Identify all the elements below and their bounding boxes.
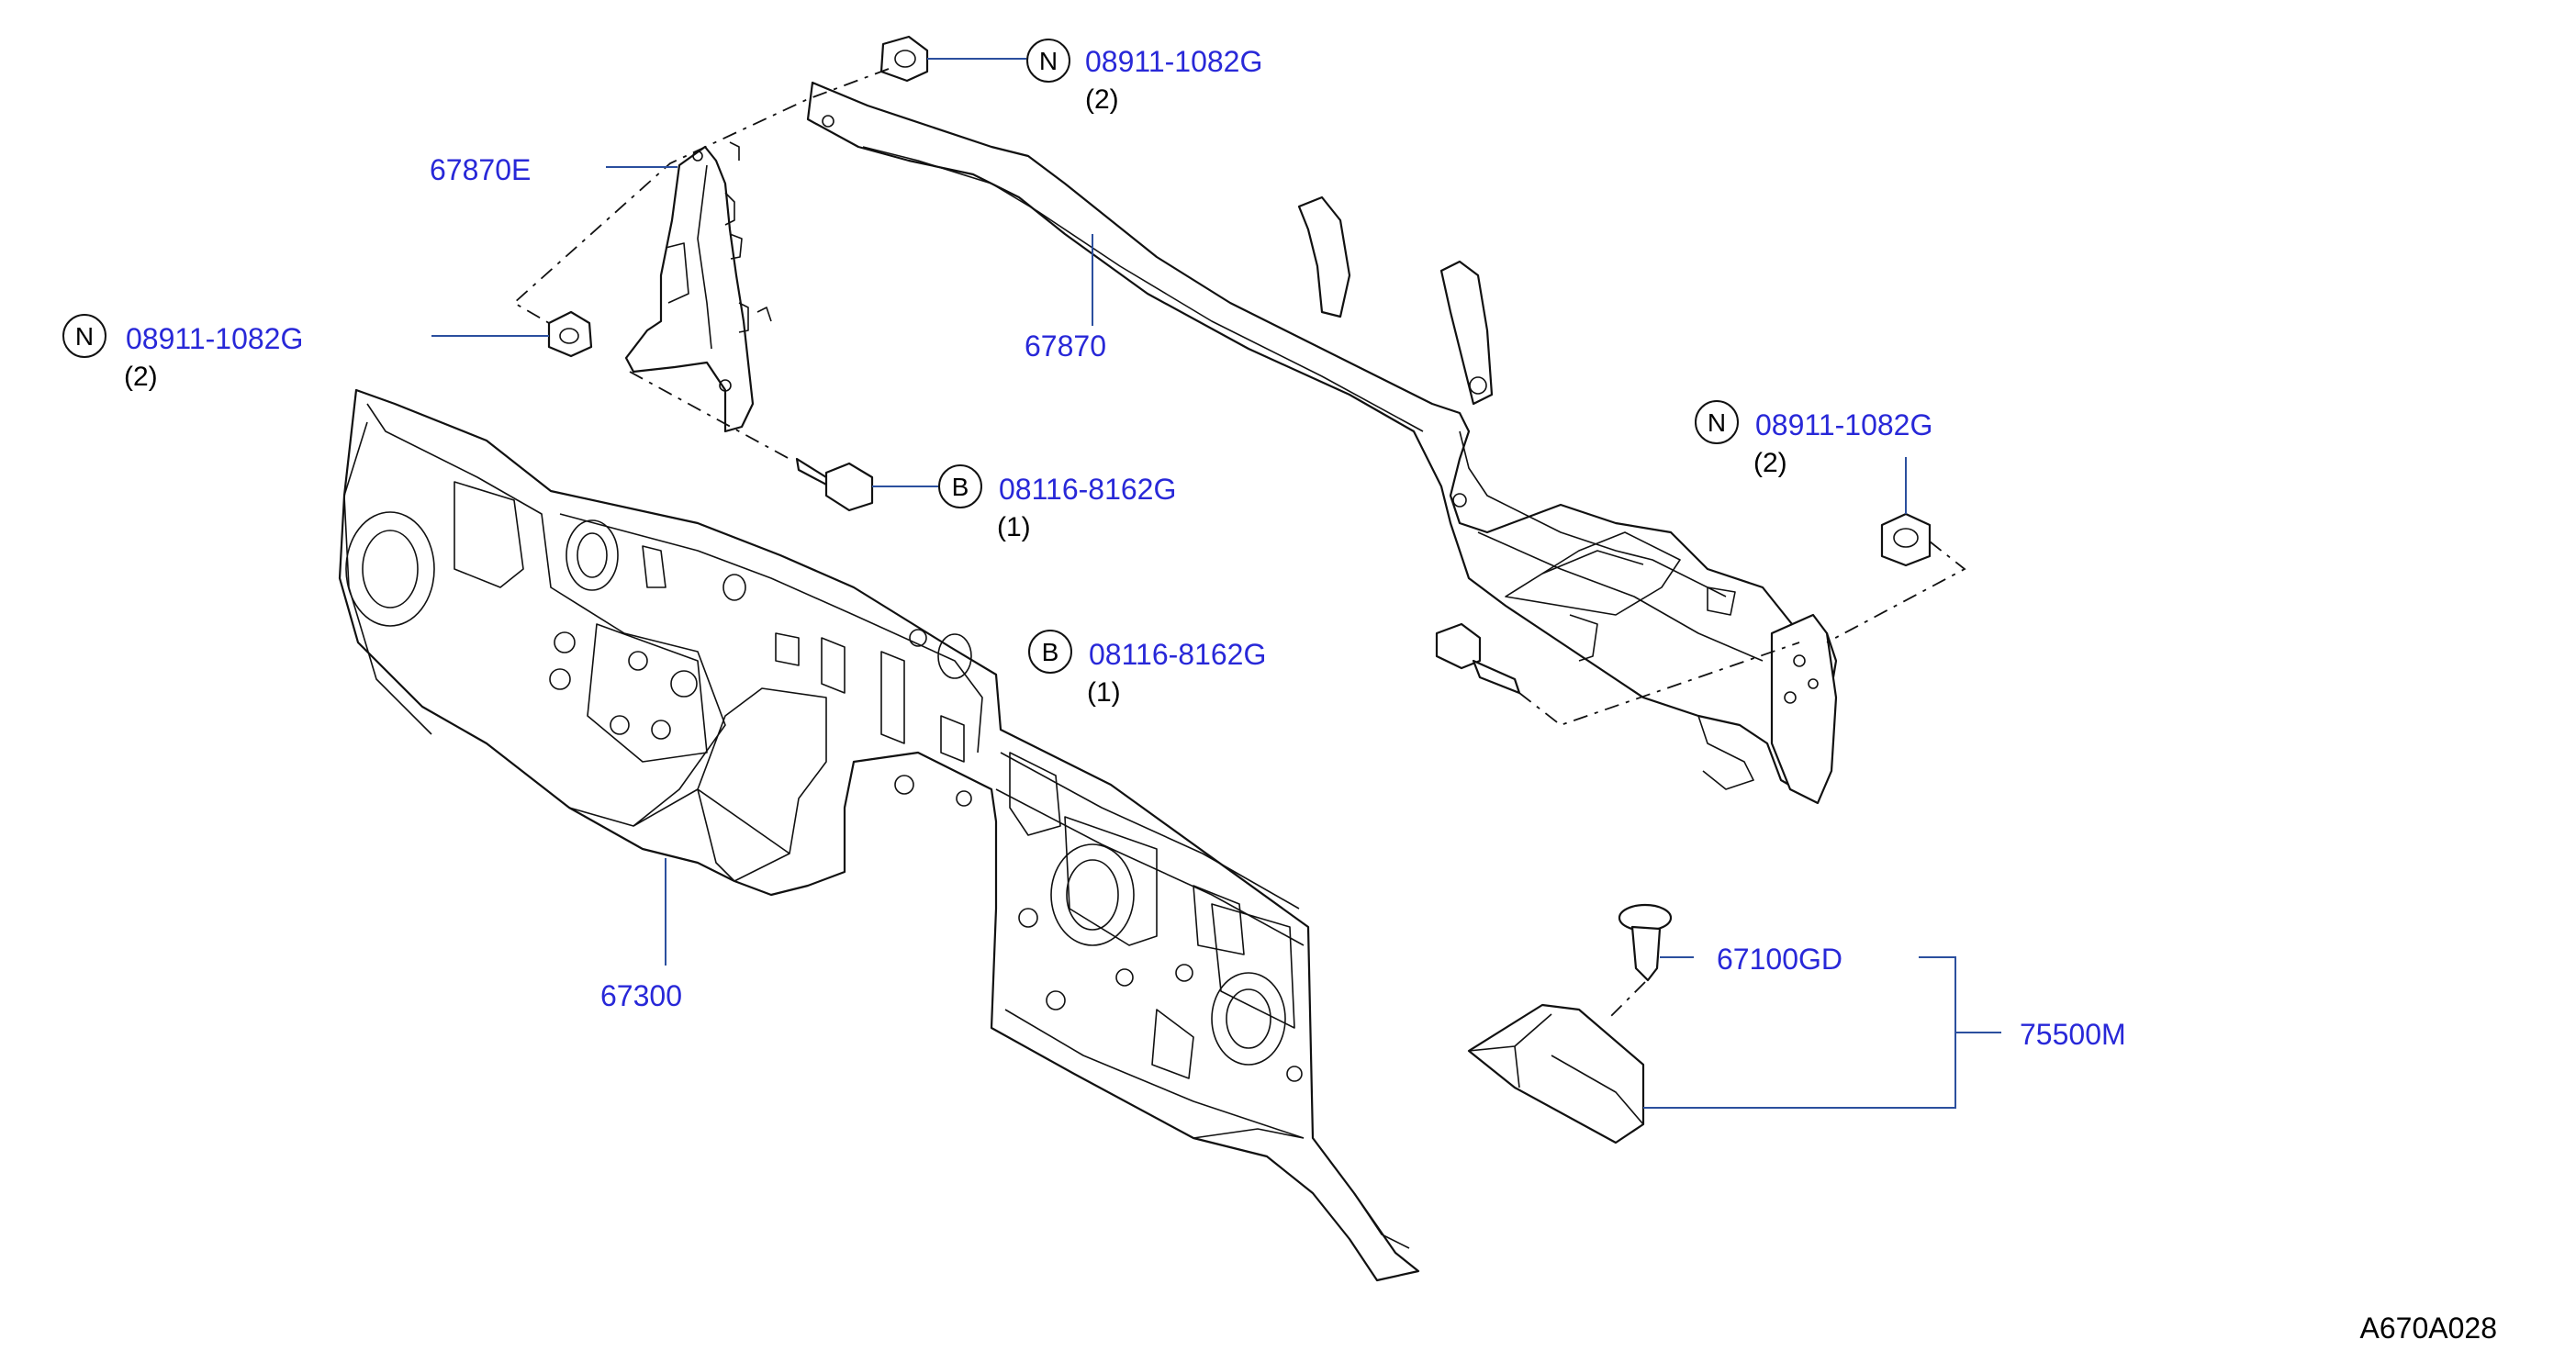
bracket-part-number: 67870E — [430, 153, 531, 186]
bolt-symbol-circle — [938, 464, 982, 508]
dash-panel-part-number: 67300 — [600, 979, 682, 1012]
nut-left-drawing — [547, 310, 593, 358]
nut-symbol-circle — [1026, 39, 1070, 83]
cover-assembly-part-number: 75500M — [2020, 1018, 2126, 1051]
nut-symbol: N — [1039, 47, 1058, 75]
clip-drawing — [1618, 903, 1673, 982]
nut-left-qty: (2) — [124, 362, 158, 392]
crossmember-drawing — [806, 81, 1838, 805]
nut-right-qty: (2) — [1753, 448, 1787, 478]
callout-bolt-center: B 08116-8162G (1) — [1028, 630, 1266, 708]
callout-nut-top: N 08911-1082G (2) — [1026, 39, 1262, 115]
nut-right-part-number: 08911-1082G — [1755, 408, 1932, 441]
leader-lines — [431, 58, 2001, 1109]
nut-top-drawing — [879, 35, 929, 83]
nut-symbol-circle — [62, 314, 106, 358]
callout-nut-left: N 08911-1082G (2) — [62, 314, 303, 392]
nut-left-part-number: 08911-1082G — [126, 322, 303, 355]
bracket-drawing — [624, 141, 772, 433]
diagram-reference: A670A028 — [2360, 1312, 2497, 1345]
nut-right-drawing — [1880, 512, 1932, 567]
bolt-center-drawing — [1435, 622, 1521, 695]
bolt-center-part-number: 08116-8162G — [1089, 638, 1266, 671]
nut-symbol-circle — [1695, 400, 1739, 444]
bolt-symbol: B — [1042, 638, 1059, 666]
nut-top-part-number: 08911-1082G — [1085, 45, 1262, 78]
crossmember-part-number: 67870 — [1025, 329, 1106, 363]
bolt-left-drawing — [795, 457, 874, 512]
bolt-symbol-circle — [1028, 630, 1072, 674]
nut-symbol: N — [75, 322, 94, 351]
dash-panel-drawing — [338, 388, 1420, 1282]
bolt-center-qty: (1) — [1087, 677, 1121, 708]
bolt-symbol: B — [952, 473, 969, 501]
bolt-left-part-number: 08116-8162G — [999, 473, 1176, 506]
nut-top-qty: (2) — [1085, 84, 1119, 115]
callout-nut-right: N 08911-1082G (2) — [1695, 400, 1932, 478]
cover-drawing — [1467, 1003, 1645, 1144]
assembly-lines — [512, 68, 1966, 1020]
callout-bolt-left: B 08116-8162G (1) — [938, 464, 1176, 542]
bolt-left-qty: (1) — [997, 512, 1031, 542]
clip-part-number: 67100GD — [1717, 943, 1842, 976]
nut-symbol: N — [1708, 408, 1726, 437]
